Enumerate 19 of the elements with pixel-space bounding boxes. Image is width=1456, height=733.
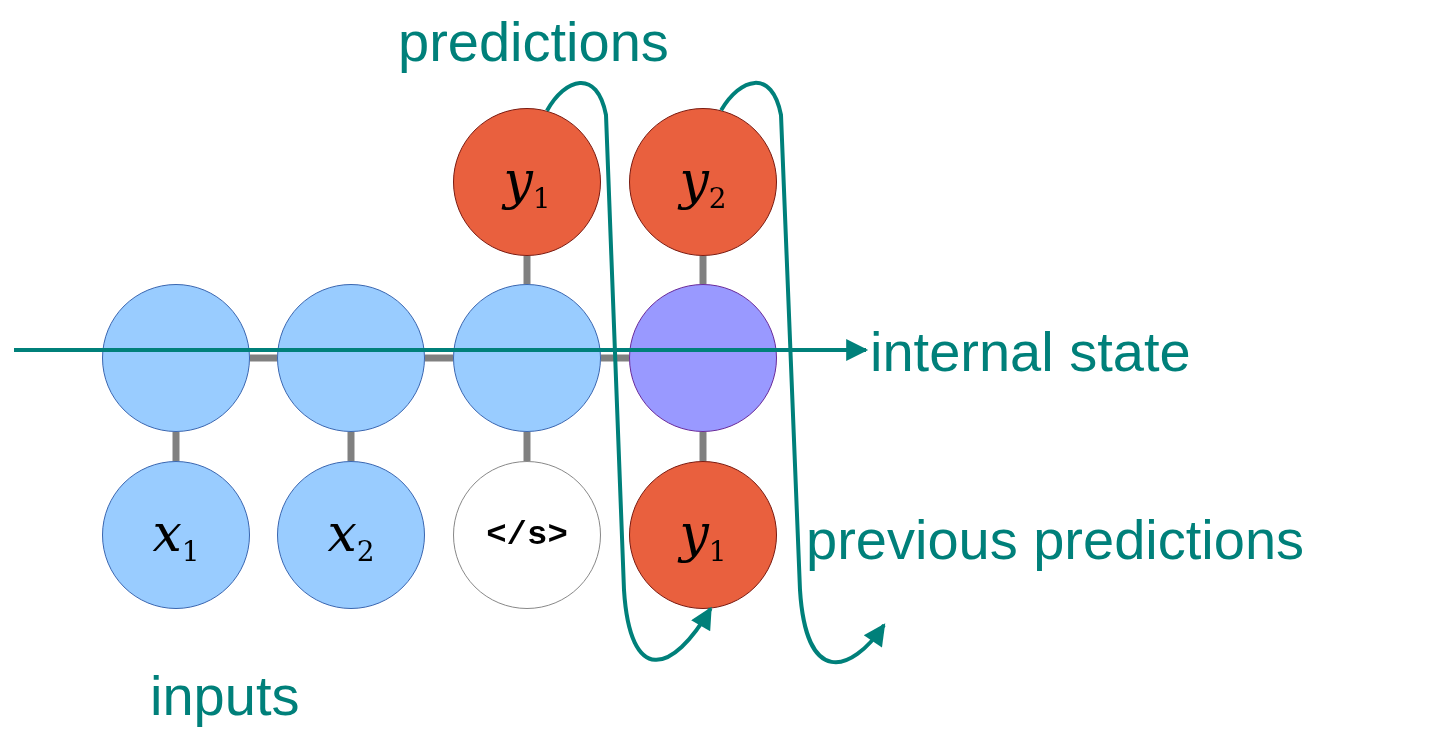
connector-line (172, 432, 180, 461)
variable-label: y$_{2}$ (679, 149, 727, 215)
connector-line (347, 432, 355, 461)
connector-line (699, 432, 707, 461)
connector-line (601, 354, 629, 362)
state-label: internal state (870, 318, 1191, 384)
connector-line (425, 354, 453, 362)
connector-line (523, 432, 531, 461)
arrow (719, 80, 886, 664)
connector-line (523, 256, 531, 284)
variable-label: x$_{2}$ (327, 502, 375, 568)
token-label: </s> (486, 516, 568, 554)
variable-label: y$_{1}$ (679, 502, 727, 568)
variable-label: y$_{1}$ (503, 149, 551, 215)
connector-line (699, 256, 707, 284)
arrow (545, 81, 713, 662)
arrow (14, 339, 869, 361)
variable-label: x$_{1}$ (152, 502, 200, 568)
connector-line (250, 354, 277, 362)
